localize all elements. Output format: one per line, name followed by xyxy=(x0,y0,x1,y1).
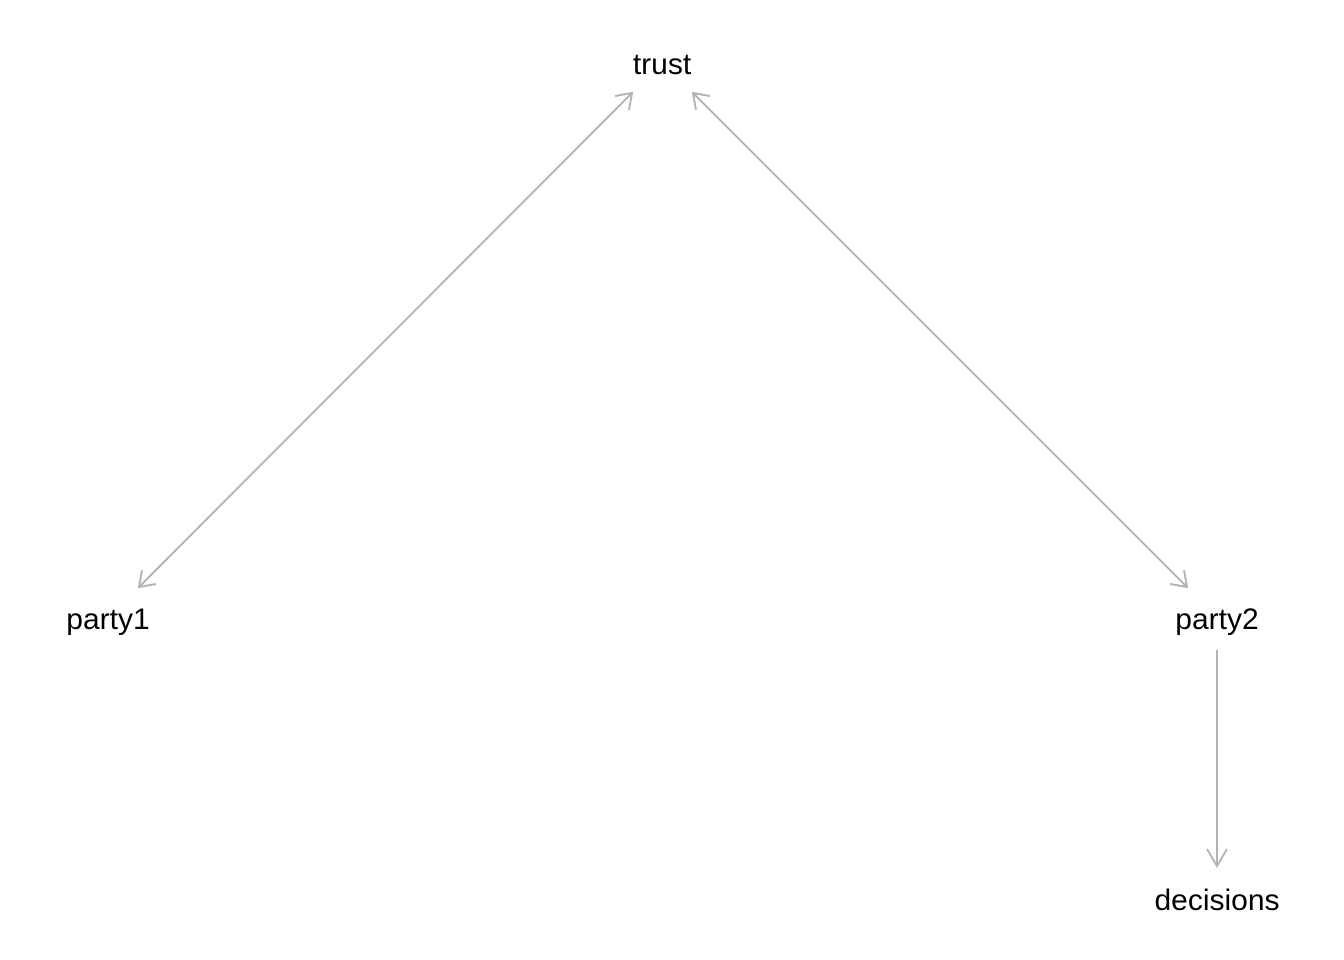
edge-line xyxy=(692,92,1188,588)
nodes: trust party1 party2 decisions xyxy=(66,48,1279,917)
node-trust: trust xyxy=(633,48,692,81)
edge-party2-decisions xyxy=(1206,650,1228,868)
node-decisions: decisions xyxy=(1154,884,1279,917)
arrowhead-icon xyxy=(1206,848,1228,868)
edge-line xyxy=(138,92,633,588)
edge-trust-party1 xyxy=(137,91,634,589)
arrowhead-icon xyxy=(137,569,157,589)
node-party2: party2 xyxy=(1175,603,1258,636)
arrowhead-icon xyxy=(1169,569,1189,589)
arrowhead-icon xyxy=(614,91,634,111)
node-party1: party1 xyxy=(66,603,149,636)
edges xyxy=(137,91,1228,868)
edge-trust-party2 xyxy=(691,91,1189,589)
arrowhead-icon xyxy=(691,91,711,111)
